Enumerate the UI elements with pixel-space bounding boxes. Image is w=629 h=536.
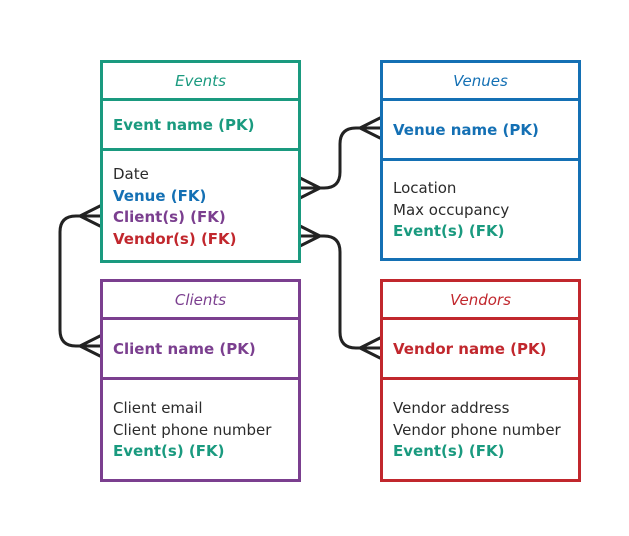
divider xyxy=(383,158,578,161)
connector-events-clients xyxy=(58,214,102,348)
entity-vendors-attributes: Vendor address Vendor phone number Event… xyxy=(393,398,574,463)
divider xyxy=(383,377,578,380)
entity-events-title: Events xyxy=(175,71,226,90)
entity-vendors: Vendors Vendor name (PK) Vendor address … xyxy=(380,279,581,482)
divider xyxy=(103,148,298,151)
entity-venues-attributes: Location Max occupancy Event(s) (FK) xyxy=(393,178,574,243)
attribute-fk: Event(s) (FK) xyxy=(393,222,505,240)
entity-vendors-pk: Vendor name (PK) xyxy=(393,339,547,358)
crowfoot-vendors-end xyxy=(358,336,382,360)
entity-events-attributes: Date Venue (FK) Client(s) (FK) Vendor(s)… xyxy=(113,164,294,250)
entity-venues-pk: Venue name (PK) xyxy=(393,120,539,139)
attribute-fk: Event(s) (FK) xyxy=(393,442,505,460)
attribute: Client phone number xyxy=(113,420,272,439)
entity-venues: Venues Venue name (PK) Location Max occu… xyxy=(380,60,581,261)
attribute: Location xyxy=(393,179,457,197)
crowfoot-events-vendor-end xyxy=(298,224,322,248)
entity-events: Events Event name (PK) Date Venue (FK) C… xyxy=(100,60,301,263)
crowfoot-events-venue-end xyxy=(298,176,322,200)
connector-events-vendors xyxy=(298,234,382,350)
attribute: Vendor address xyxy=(393,399,510,417)
connector-events-venues xyxy=(298,126,382,190)
entity-clients-pk: Client name (PK) xyxy=(113,339,256,358)
attribute: Vendor phone number xyxy=(393,420,561,439)
divider xyxy=(103,377,298,380)
attribute-fk: Vendor(s) (FK) xyxy=(113,229,237,248)
crowfoot-venues-end xyxy=(358,116,382,140)
entity-clients-title: Clients xyxy=(174,290,227,309)
divider xyxy=(383,317,578,320)
divider xyxy=(103,317,298,320)
entity-venues-title: Venues xyxy=(453,71,508,90)
attribute: Max occupancy xyxy=(393,200,510,219)
attribute-fk: Venue (FK) xyxy=(113,186,207,205)
entity-vendors-title: Vendors xyxy=(450,290,511,309)
attribute-fk: Client(s) (FK) xyxy=(113,208,226,226)
attribute: Date xyxy=(113,165,149,183)
divider xyxy=(383,98,578,101)
entity-clients: Clients Client name (PK) Client email Cl… xyxy=(100,279,301,482)
crowfoot-events-client-end xyxy=(78,204,102,228)
divider xyxy=(103,98,298,101)
entity-clients-attributes: Client email Client phone number Event(s… xyxy=(113,398,294,463)
attribute: Client email xyxy=(113,399,203,417)
attribute-fk: Event(s) (FK) xyxy=(113,442,225,460)
crowfoot-clients-end xyxy=(78,334,102,358)
entity-events-pk: Event name (PK) xyxy=(113,115,255,134)
